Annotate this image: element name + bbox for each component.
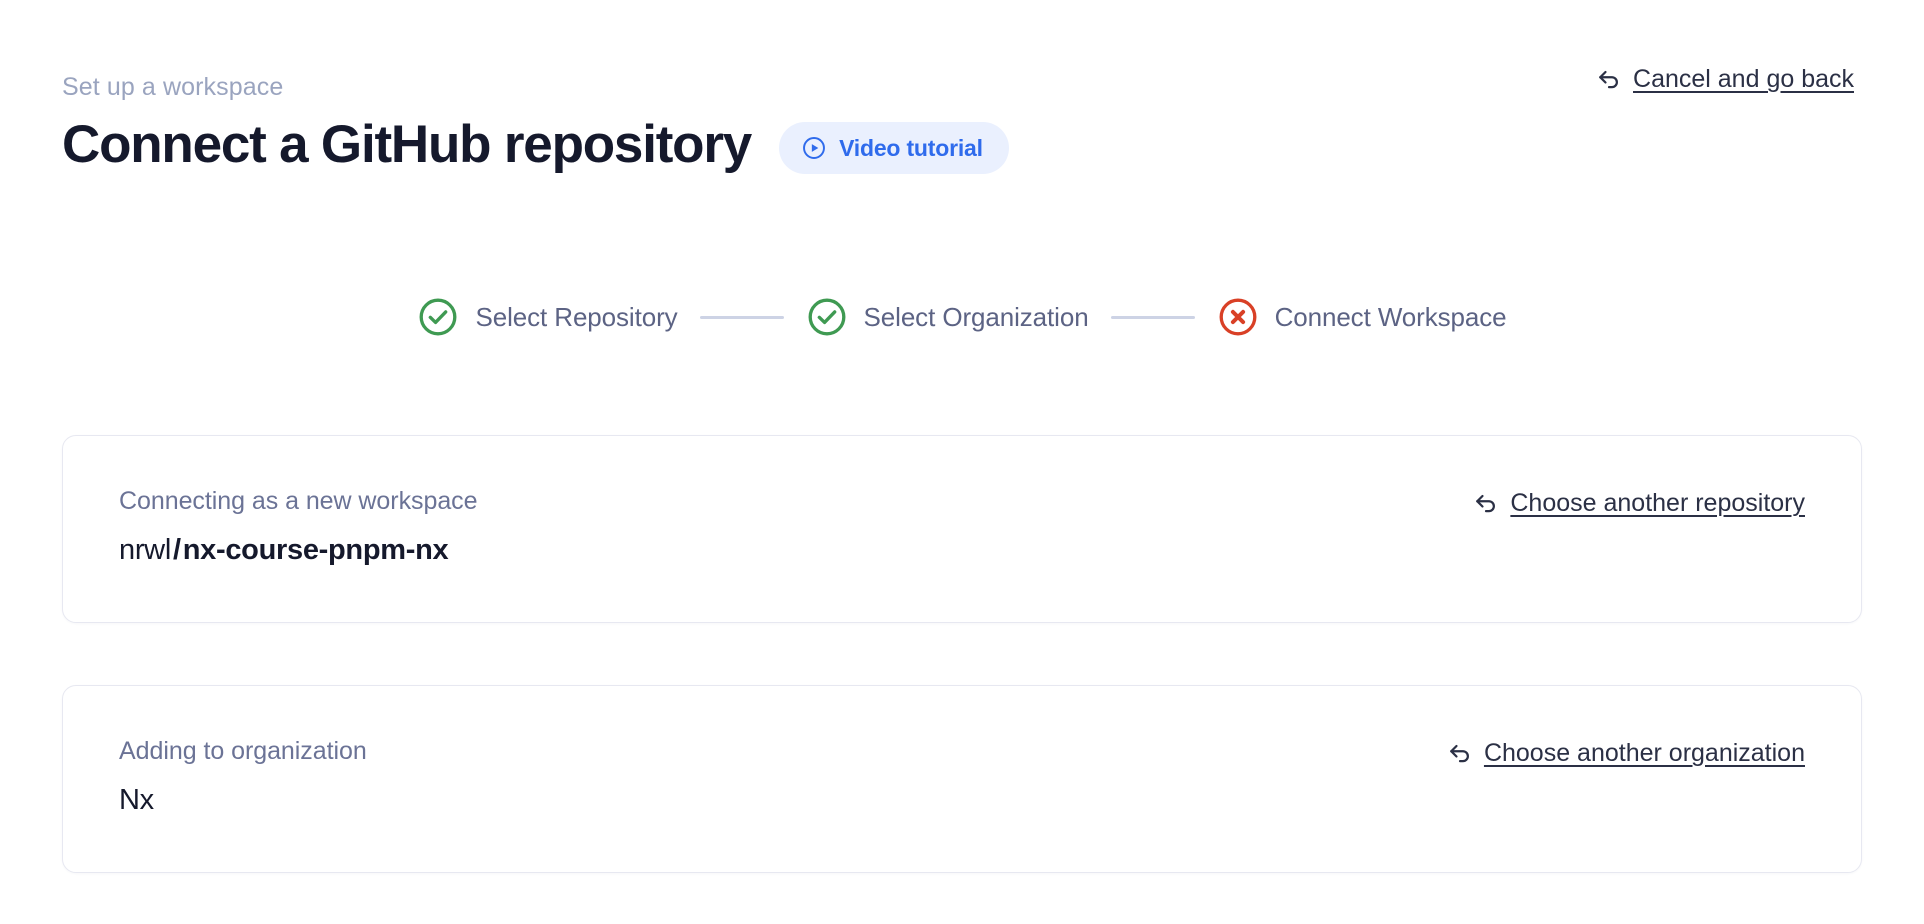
repository-card: Connecting as a new workspace nrwl/nx-co… (62, 435, 1862, 623)
choose-another-repository-link[interactable]: Choose another repository (1472, 486, 1805, 518)
step-connect-workspace[interactable]: Connect Workspace (1217, 296, 1507, 338)
organization-card: Adding to organization Nx Choose another… (62, 685, 1862, 873)
choose-another-organization-label: Choose another organization (1483, 739, 1805, 767)
step-select-repository[interactable]: Select Repository (417, 296, 678, 338)
breadcrumb-eyebrow: Set up a workspace (62, 73, 284, 101)
progress-stepper: Select Repository Select Organization Co… (0, 296, 1924, 338)
setup-cards: Connecting as a new workspace nrwl/nx-co… (62, 435, 1862, 873)
repository-card-row: Connecting as a new workspace nrwl/nx-co… (119, 486, 1805, 568)
repository-card-info: Connecting as a new workspace nrwl/nx-co… (119, 486, 478, 568)
back-arrow-icon (1595, 65, 1623, 93)
organization-card-row: Adding to organization Nx Choose another… (119, 736, 1805, 818)
video-tutorial-label: Video tutorial (839, 135, 983, 161)
organization-name: Nx (119, 784, 154, 816)
cancel-and-go-back-label: Cancel and go back (1633, 65, 1854, 93)
repository-name: nx-course-pnpm-nx (182, 534, 449, 566)
repository-owner: nrwl (119, 534, 171, 566)
back-arrow-icon (1472, 489, 1500, 517)
check-circle-icon (806, 296, 848, 338)
repository-separator: / (172, 534, 181, 566)
step-select-organization[interactable]: Select Organization (806, 296, 1089, 338)
organization-card-caption: Adding to organization (119, 737, 367, 765)
step-connector (1110, 315, 1195, 319)
step-label: Select Organization (863, 302, 1089, 332)
back-arrow-icon (1446, 739, 1474, 767)
repository-card-value: nrwl/nx-course-pnpm-nx (119, 532, 477, 568)
choose-another-organization-link[interactable]: Choose another organization (1446, 736, 1805, 768)
play-circle-icon (801, 135, 827, 161)
choose-another-repository-label: Choose another repository (1510, 489, 1805, 517)
page-title: Connect a GitHub repository (62, 115, 752, 174)
step-connector (699, 315, 784, 319)
cancel-and-go-back-link[interactable]: Cancel and go back (1595, 64, 1862, 94)
check-circle-icon (417, 296, 459, 338)
organization-card-info: Adding to organization Nx (119, 736, 367, 818)
x-circle-icon (1217, 296, 1259, 338)
step-label: Select Repository (475, 302, 678, 332)
header-top-row: Set up a workspace Cancel and go back (62, 65, 1862, 102)
step-label: Connect Workspace (1274, 302, 1507, 332)
repository-card-caption: Connecting as a new workspace (119, 487, 478, 515)
page-header: Set up a workspace Cancel and go back Co… (0, 0, 1924, 176)
video-tutorial-button[interactable]: Video tutorial (779, 122, 1009, 174)
title-row: Connect a GitHub repository Video tutori… (62, 114, 1862, 176)
